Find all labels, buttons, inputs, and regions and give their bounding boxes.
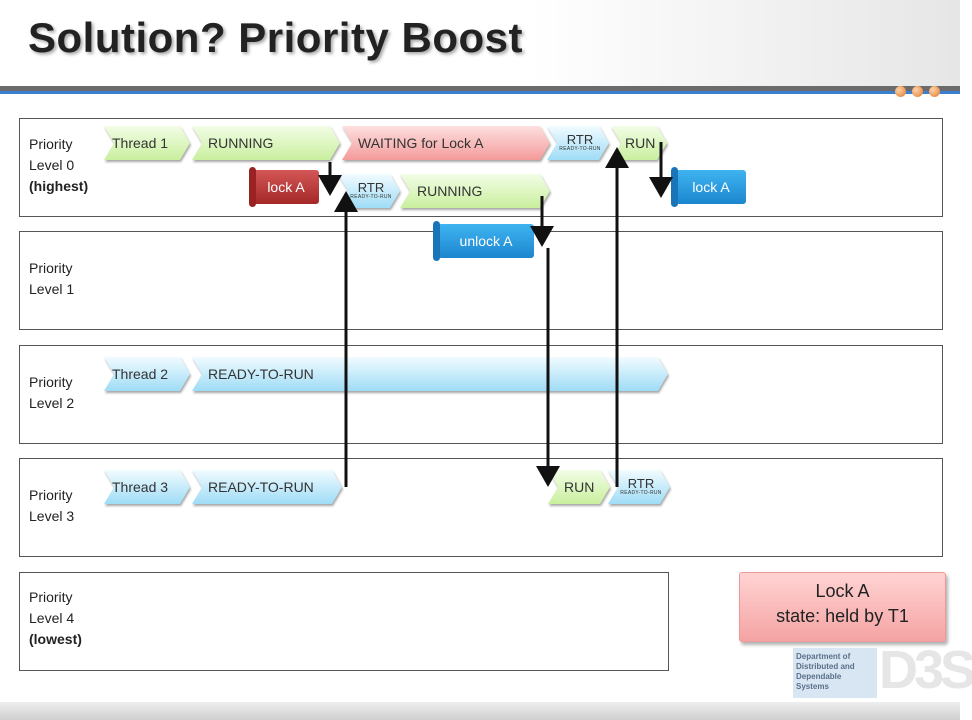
running-t1-label: RUNNING <box>208 135 274 151</box>
lane-label: Priority Level 1 <box>29 258 74 300</box>
lock-a-blue-label: lock A <box>692 179 730 195</box>
footer-bar <box>0 702 960 720</box>
title-rule <box>0 86 960 91</box>
flag-curl <box>249 167 256 207</box>
rtr3-sublabel: READY-TO-RUN <box>620 490 662 496</box>
accent-dot <box>912 86 923 97</box>
rtr-t2-label: READY-TO-RUN <box>208 366 314 382</box>
logo-mark: D3S <box>879 640 972 700</box>
lane-label-line: Priority <box>29 136 73 152</box>
lane-label-line: Level 1 <box>29 281 75 297</box>
thread1-label: Thread 1 <box>112 135 169 151</box>
rtr-t3-shape: READY-TO-RUN <box>192 470 342 504</box>
lock-a-red-flag: lock A <box>249 167 319 207</box>
lane-label: Priority Level 4 (lowest) <box>29 587 82 650</box>
lock-a-blue-flag: lock A <box>671 167 746 207</box>
lane-label-line: Level 3 <box>29 508 75 524</box>
lock-status-title: Lock A <box>815 581 870 601</box>
rtr1-sublabel: READY-TO-RUN <box>559 146 601 152</box>
accent-dot <box>895 86 906 97</box>
flag-curl <box>671 167 678 207</box>
run-l3-shape: RUN <box>548 470 610 504</box>
unlock-a-label: unlock A <box>459 233 513 249</box>
rtr2-label: RTR <box>357 180 385 195</box>
waiting-shape: WAITING for Lock A <box>342 126 550 160</box>
lane-label: Priority Level 3 <box>29 485 74 527</box>
slide-title: Solution? Priority Boost <box>28 14 523 61</box>
lane-label-line: Priority <box>29 589 73 605</box>
lane-label: Priority Level 0 (highest) <box>29 134 88 197</box>
rtr1-shape: RTR READY-TO-RUN <box>547 126 609 160</box>
lane-label-line: (highest) <box>29 178 89 194</box>
lock-status-box: Lock A state: held by T1 <box>739 572 946 642</box>
rtr1-label: RTR <box>566 132 594 147</box>
thread2-label: Thread 2 <box>112 366 169 382</box>
lane-label: Priority Level 2 <box>29 372 74 414</box>
header-background <box>0 0 960 86</box>
lane-label-line: Priority <box>29 487 73 503</box>
lane-label-line: Priority <box>29 374 73 390</box>
rtr-t2-shape: READY-TO-RUN <box>192 357 668 391</box>
logo-text: Department of Distributed and Dependable… <box>793 648 877 698</box>
run-l3-label: RUN <box>564 479 595 495</box>
unlock-a-flag: unlock A <box>433 221 534 261</box>
priority-lane-4: Priority Level 4 (lowest) <box>19 572 669 671</box>
lane-label-line: Priority <box>29 260 73 276</box>
rtr-t3-label: READY-TO-RUN <box>208 479 314 495</box>
thread3-label: Thread 3 <box>112 479 169 495</box>
rtr2-sublabel: READY-TO-RUN <box>350 194 392 200</box>
lane-label-line: Level 0 <box>29 157 75 173</box>
thread1-label-shape: Thread 1 <box>104 126 190 160</box>
department-logo: Department of Distributed and Dependable… <box>793 640 972 702</box>
thread2-label-shape: Thread 2 <box>104 357 190 391</box>
waiting-label: WAITING for Lock A <box>358 135 484 151</box>
run-l0-label: RUN <box>625 135 656 151</box>
lane-label-line: Level 4 <box>29 610 75 626</box>
running-t1-shape: RUNNING <box>192 126 340 160</box>
accent-dot <box>929 86 940 97</box>
flag-curl <box>433 221 440 261</box>
lock-status-state: state: held by T1 <box>776 606 909 626</box>
running-l0b-label: RUNNING <box>417 183 483 199</box>
thread3-label-shape: Thread 3 <box>104 470 190 504</box>
lock-a-red-label: lock A <box>267 179 305 195</box>
lane-label-line: Level 2 <box>29 395 75 411</box>
rtr3-label: RTR <box>627 476 655 491</box>
lane-label-line: (lowest) <box>29 631 82 647</box>
running-l0b-shape: RUNNING <box>400 174 550 208</box>
title-rule-accent <box>0 91 960 94</box>
